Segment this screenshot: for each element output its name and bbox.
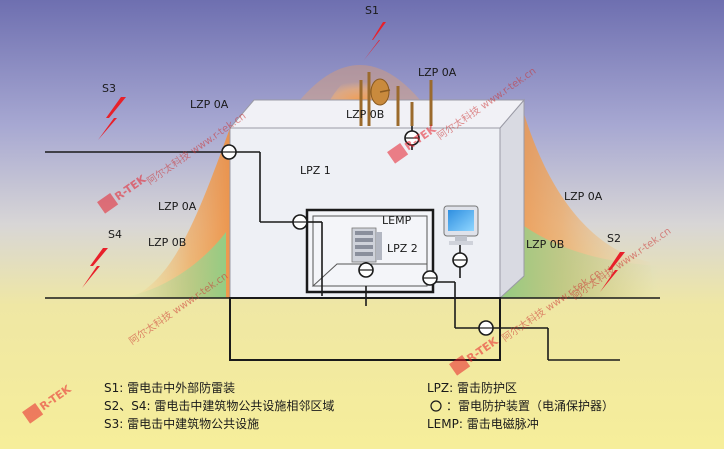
monitor-icon [443,205,479,245]
label-lzp0a-left: LZP 0A [190,98,229,111]
legend-left-3: S3: 雷电击中建筑物公共设施 [104,416,259,431]
server-rack-icon [351,227,382,263]
legend-left-2: S2、S4: 雷电击中建筑物公共设施相邻区域 [104,398,334,413]
satellite-dish-icon [370,78,391,106]
legend-right-2: ：雷电防护装置（电涌保护器） [446,398,614,413]
label-lzp0b-left: LZP 0B [148,236,186,249]
building-side [499,98,525,300]
legend: S1: 雷电击中外部防雷装 S2、S4: 雷电击中建筑物公共设施相邻区域 S3:… [104,380,614,431]
legend-right-1: LPZ: 雷击防护区 [427,380,517,395]
label-lzp0b-top: LZP 0B [346,108,384,121]
lpz2-floor [311,263,428,287]
legend-left-1: S1: 雷电击中外部防雷装 [104,380,235,395]
label-lzp0a-right: LZP 0A [564,190,603,203]
label-lzp0b-right: LZP 0B [526,238,564,251]
label-lzp0a-top: LZP 0A [418,66,457,79]
label-s3: S3 [102,82,116,95]
zone-green-left [118,232,226,298]
label-s4: S4 [108,228,122,241]
zone-green-right [500,226,660,298]
wiring [45,126,660,361]
legend-right-3: LEMP: 雷击电磁脉冲 [427,416,539,431]
roof-antenna-icon [359,72,433,126]
label-lemp: LEMP [382,214,412,227]
label-lzp0a-left2: LZP 0A [158,200,197,213]
spd-marker-bars [222,137,493,329]
label-lpz2: LPZ 2 [387,242,418,255]
label-s1: S1 [365,4,379,17]
label-lpz1: LPZ 1 [300,164,331,177]
legend-spd-circle-icon [430,400,442,412]
label-s2: S2 [607,232,621,245]
